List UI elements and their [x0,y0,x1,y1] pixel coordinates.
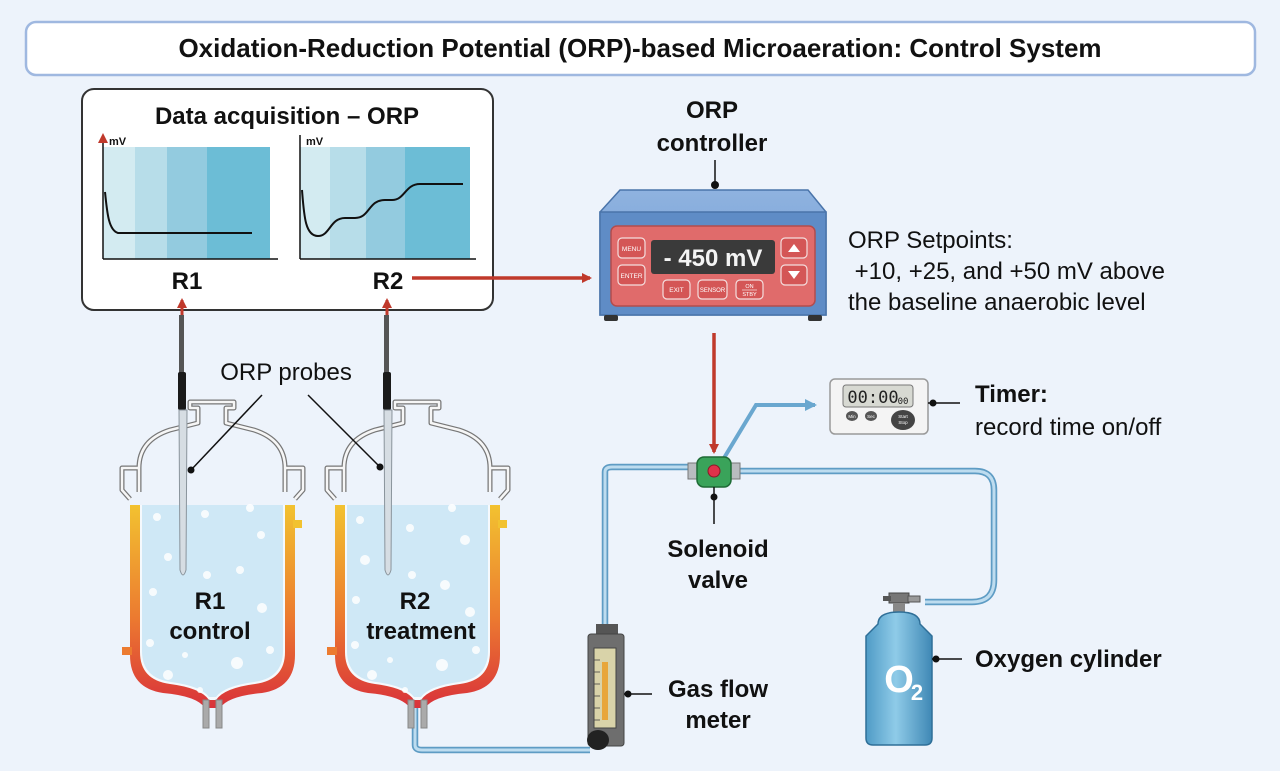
orp-probe-r1 [178,409,188,576]
reactor-liquid-r1 [142,505,283,697]
cylinder-o2-symbol: O [884,659,914,701]
axis-label-mv: mV [306,136,324,148]
orp-trace-r2 [301,183,463,238]
controller-display-value: - 450 mV [664,245,763,272]
flow-adjust-knob-icon [587,730,609,750]
chart-label-r1: R1 [172,268,203,295]
svg-text:Stop: Stop [898,420,908,425]
orp-probe-r2-cable [384,315,389,373]
controller-display [651,240,775,274]
timer-display [842,384,914,408]
timer-device: 00:00 00 Min Sec Start Stop Timer: recor… [829,378,1162,441]
reactor-r2-label-line1: R2 [400,588,431,615]
timer-subtitle: record time on/off [975,414,1162,441]
svg-text:ENTER: ENTER [620,273,642,280]
valve-indicator-icon [707,464,721,478]
menu-button[interactable]: MENU [617,237,646,259]
down-arrow-icon [788,271,800,279]
reactor-r2-label-line2: treatment [366,618,475,645]
orp-controller: ORP controller - 450 mV MENU ENTER [599,97,827,321]
reactor-r1-label-line1: R1 [195,588,226,615]
setpoints-line3: the baseline anaerobic level [848,289,1146,316]
orp-probes-callout: ORP probes [187,359,384,474]
reactor-r1: R1 control [119,315,306,729]
solenoid-valve: Solenoid valve [667,456,769,594]
on-stby-button[interactable]: ON STBY [735,279,764,300]
svg-text:ON: ON [745,284,753,290]
timer-display-subvalue: 00 [898,397,909,407]
orp-probe-r1-cable [179,315,184,373]
reactor-r1-label-line2: control [169,618,250,645]
svg-text:STBY: STBY [742,292,757,298]
svg-text:MENU: MENU [622,246,641,253]
orp-trace-r1 [104,191,252,234]
oxygen-cylinder: O 2 Oxygen cylinder [865,592,1162,746]
timer-display-value: 00:00 [847,388,898,408]
reactor-r2: R2 treatment [324,315,511,729]
setpoints-line2: +10, +25, and +50 mV above [848,258,1165,285]
gas-flow-meter: Gas flow meter [587,624,768,750]
timer-title: Timer: [975,381,1048,408]
orp-probe-r2 [383,409,393,576]
timer-sec-button[interactable]: Sec [865,411,877,421]
cylinder-o2-subscript: 2 [911,680,923,705]
svg-text:EXIT: EXIT [669,287,683,294]
enter-button[interactable]: ENTER [617,264,646,286]
gas-tubing [411,463,998,754]
controller-label-line2: controller [657,130,768,157]
timer-min-button[interactable]: Min [846,411,858,421]
cylinder-body [865,611,933,746]
flow-meter-label-line2: meter [685,707,750,734]
sensor-button[interactable]: SENSOR [697,279,728,300]
exit-button[interactable]: EXIT [662,279,691,300]
reactor-liquid-r2 [347,505,488,697]
flow-meter-label-line1: Gas flow [668,676,768,703]
cylinder-label: Oxygen cylinder [975,646,1162,673]
up-arrow-icon [788,244,800,252]
page-title: Oxidation-Reduction Potential (ORP)-base… [178,33,1101,63]
timer-start-stop-button[interactable]: Start Stop [891,410,915,430]
down-button[interactable] [780,264,808,286]
solenoid-label-line1: Solenoid [667,536,768,563]
chart-label-r2: R2 [373,268,404,295]
gas-bubbles-r2 [351,504,480,693]
up-button[interactable] [780,237,808,259]
setpoints-text: ORP Setpoints: +10, +25, and +50 mV abov… [848,227,1165,316]
orp-probe-r1-head [178,372,186,410]
orp-probes-label: ORP probes [220,359,352,386]
svg-text:Min: Min [848,414,856,419]
svg-text:Start: Start [898,414,908,419]
data-acquisition-panel: Data acquisition – ORP mV R1 mV R2 [81,88,494,311]
axis-label-mv: mV [109,136,127,148]
solenoid-label-line2: valve [688,567,748,594]
data-acquisition-title: Data acquisition – ORP [155,103,419,130]
svg-text:Sec: Sec [867,414,876,419]
gas-bubbles-r1 [146,504,274,693]
setpoints-line1: ORP Setpoints: [848,227,1013,254]
orp-chart-r1: mV R1 [98,133,278,295]
title-banner: Oxidation-Reduction Potential (ORP)-base… [24,20,1257,77]
orp-chart-r2: mV R2 [299,135,476,295]
svg-text:SENSOR: SENSOR [700,288,726,294]
orp-probe-r2-head [383,372,391,410]
valve-to-timer-arrow [722,399,817,460]
controller-label-line1: ORP [686,97,738,124]
